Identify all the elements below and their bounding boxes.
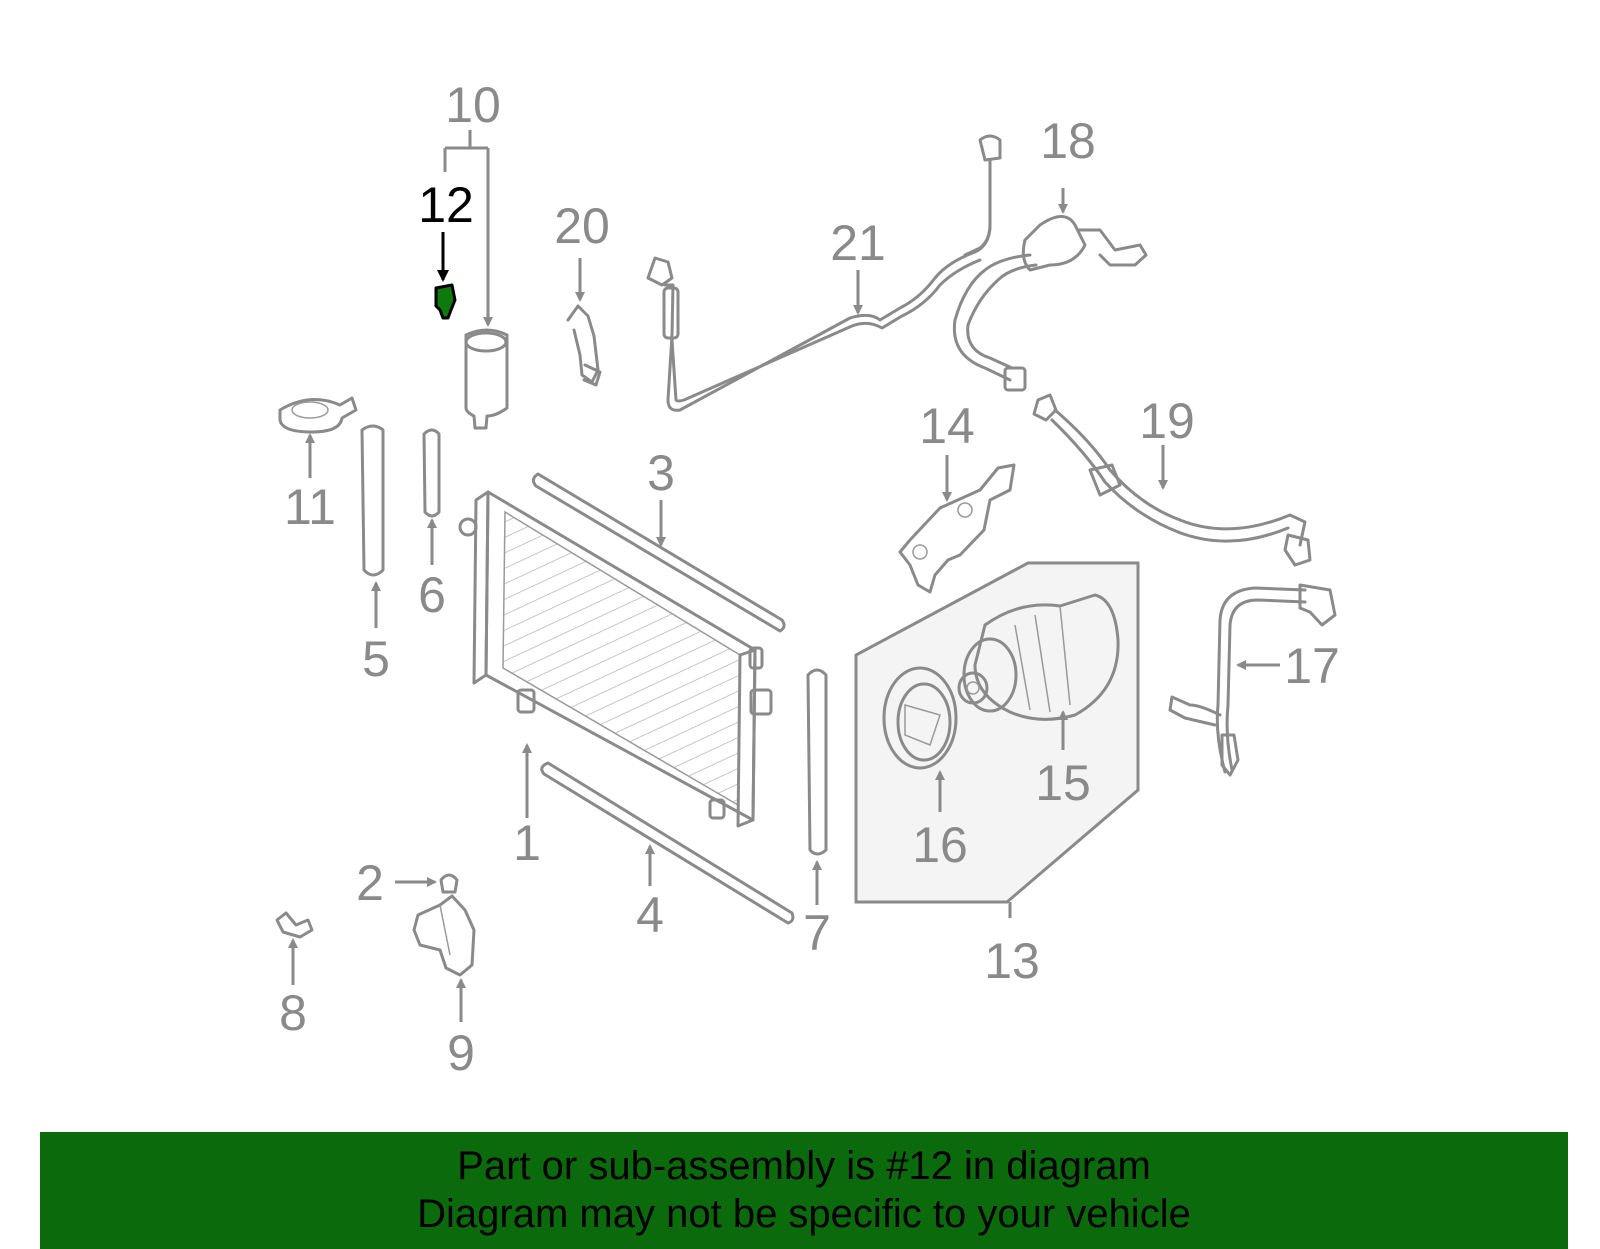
callout-11: 11 [284, 479, 336, 535]
bracket-part-8 [275, 911, 314, 939]
callout-16: 16 [912, 817, 968, 873]
callout-15: 15 [1035, 755, 1091, 811]
banner-line-1: Part or sub-assembly is #12 in diagram [457, 1144, 1151, 1188]
discharge-line-part-18 [952, 134, 1148, 392]
callout-3: 3 [647, 445, 675, 501]
parts-diagram: 1 2 3 4 5 6 7 8 9 10 11 12 13 14 15 16 1… [275, 77, 1340, 1081]
sensor-part-20 [566, 304, 602, 387]
hose-part-17 [1168, 583, 1337, 777]
hose-part-19 [1032, 393, 1312, 567]
bracket-part-9 [412, 894, 476, 977]
callout-9: 9 [447, 1025, 475, 1081]
side-seal-part-5 [360, 424, 385, 577]
info-banner: Part or sub-assembly is #12 in diagram D… [40, 1132, 1568, 1249]
clamp-part-11 [278, 396, 358, 434]
callout-labels: 1 2 3 4 5 6 7 8 9 10 11 12 13 14 15 16 1… [279, 77, 1340, 1081]
callout-19: 19 [1139, 393, 1195, 449]
callout-14: 14 [919, 398, 975, 454]
callout-12: 12 [418, 177, 474, 233]
callout-20: 20 [554, 198, 610, 254]
seal-strip-part-3 [531, 472, 786, 633]
compressor-assembly-box-part-13 [854, 561, 1140, 904]
callout-21: 21 [830, 215, 886, 271]
leader-lines [288, 130, 1280, 1022]
clip-part-2 [439, 873, 459, 894]
side-seal-part-7 [806, 668, 828, 856]
pressure-switch-part-12 [434, 283, 457, 320]
callout-17: 17 [1284, 638, 1340, 694]
condenser-part-1 [458, 490, 773, 828]
callout-13: 13 [984, 933, 1040, 989]
side-seal-part-6 [422, 428, 441, 518]
callout-2: 2 [356, 855, 384, 911]
callout-7: 7 [803, 905, 831, 961]
callout-4: 4 [636, 887, 664, 943]
banner-line-2: Diagram may not be specific to your vehi… [417, 1192, 1191, 1236]
seal-strip-part-4 [540, 761, 795, 925]
callout-5: 5 [362, 631, 390, 687]
callout-1: 1 [513, 815, 541, 871]
liquid-line-part-21 [646, 223, 992, 412]
callout-10: 10 [445, 77, 501, 133]
receiver-drier-part-10 [464, 328, 509, 430]
compressor-bracket-part-14 [898, 463, 1016, 594]
callout-6: 6 [418, 567, 446, 623]
compressor-part-15 [957, 593, 1120, 721]
clutch-part-16 [882, 666, 958, 770]
callout-18: 18 [1040, 113, 1096, 169]
callout-8: 8 [279, 985, 307, 1041]
